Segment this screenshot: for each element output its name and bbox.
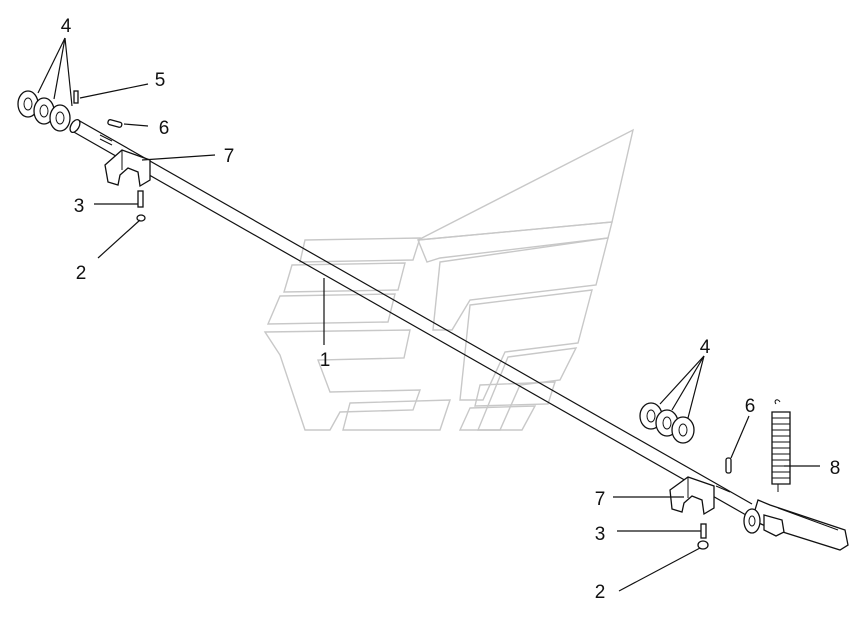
callout-left-nut: 2 — [76, 263, 87, 284]
callout-top-washers: 4 — [61, 16, 72, 37]
callout-right-key: 6 — [745, 396, 756, 417]
right-nut — [697, 540, 709, 550]
callout-top-pin: 5 — [155, 70, 166, 91]
callout-shaft: 1 — [320, 350, 331, 371]
right-washers — [639, 402, 695, 444]
right-bolt — [700, 523, 707, 539]
top-washers — [17, 90, 71, 132]
left-nut — [136, 214, 146, 222]
watermark-logo — [263, 128, 635, 431]
callout-labels: 4 5 6 7 3 2 1 4 6 8 7 3 2 — [61, 16, 841, 603]
callout-right-bolt: 3 — [595, 524, 606, 545]
leader-lines — [37, 37, 820, 592]
callout-right-nut: 2 — [595, 582, 606, 603]
callout-right-washers: 4 — [700, 337, 711, 358]
top-pin — [73, 90, 79, 104]
left-bolt — [137, 190, 144, 208]
shaft — [69, 118, 753, 516]
right-key — [725, 457, 732, 474]
callout-spring: 8 — [830, 458, 841, 479]
callout-top-key: 6 — [159, 118, 170, 139]
top-bracket — [104, 149, 151, 188]
lever-arm — [743, 499, 849, 551]
top-key — [107, 119, 123, 128]
callout-left-bolt: 3 — [74, 196, 85, 217]
spring — [771, 399, 791, 492]
right-bracket — [669, 476, 731, 516]
callout-right-bracket: 7 — [595, 489, 606, 510]
callout-top-bracket: 7 — [224, 146, 235, 167]
